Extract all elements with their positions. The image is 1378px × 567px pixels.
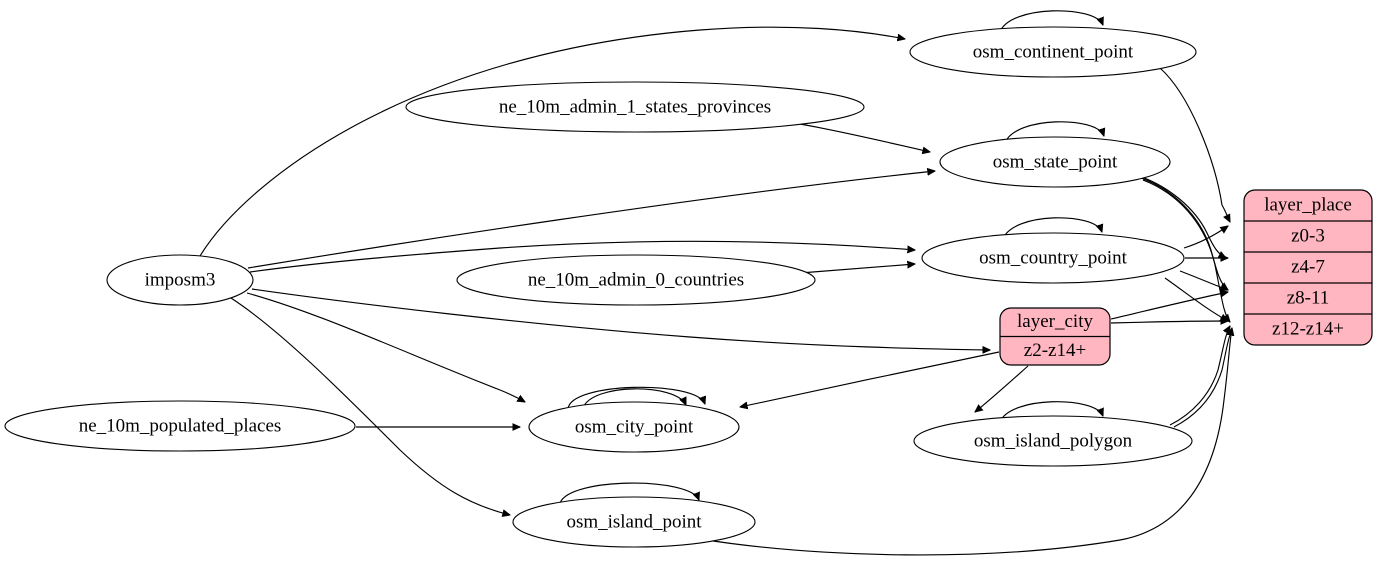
edge-imposm3-to-osm_island_point — [230, 297, 510, 515]
selfloop-osm_state_point — [1004, 121, 1104, 144]
node-ne_10m_admin_0_countries[interactable]: ne_10m_admin_0_countries — [456, 254, 816, 306]
node-layer: imposm3 ne_10m_populated_places ne_10m_a… — [4, 26, 1197, 548]
edge-osm_country_point-to-layer_place-z8-11 — [1179, 270, 1228, 290]
node-osm_country_point[interactable]: osm_country_point — [921, 232, 1185, 284]
node-osm_state_point[interactable]: osm_state_point — [939, 136, 1171, 188]
selfloop-osm_island_polygon — [999, 401, 1103, 423]
edge-layer_city-to-osm_island_polygon — [975, 365, 1029, 412]
edge-imposm3-to-osm_country_point — [249, 240, 915, 273]
edge-imposm3-to-osm_continent_point — [199, 26, 905, 257]
selfloop-osm_continent_point — [999, 10, 1103, 33]
selfloop-osm_country_point — [1002, 217, 1102, 240]
edge-ne_10m_admin_0_countries-to-osm_country_point — [799, 264, 915, 274]
node-ne_10m_populated_places[interactable]: ne_10m_populated_places — [4, 400, 356, 452]
selfloop-osm_city_point-b — [567, 386, 705, 410]
edge-osm_island_point-to-layer_place-z12-z14 — [699, 328, 1232, 556]
node-osm_island_point[interactable]: osm_island_point — [512, 496, 756, 548]
edge-imposm3-to-osm_city_point — [246, 292, 525, 402]
edge-osm_continent_point-to-layer_place-z0-3 — [1159, 67, 1230, 222]
edge-osm_state_point-to-layer_place-z12-z14 — [1142, 179, 1230, 322]
edge-layer_city-to-layer_place-z8-11 — [1110, 292, 1228, 320]
edge-ne_10m_admin_1_states_provinces-to-osm_state_point — [799, 123, 930, 152]
edge-layer_city-to-layer_place-z12-z14 — [1110, 321, 1228, 323]
edge-osm_country_point-to-layer_place-z0-3 — [1183, 226, 1228, 249]
edge-imposm3-to-osm_state_point — [247, 171, 935, 269]
node-osm_continent_point[interactable]: osm_continent_point — [909, 26, 1197, 78]
node-osm_city_point[interactable]: osm_city_point — [528, 401, 740, 453]
selfloop-osm_city_point-a — [582, 388, 686, 409]
edge-layer — [199, 10, 1233, 556]
edge-imposm3-to-layer_city — [251, 288, 990, 350]
node-ne_10m_admin_1_states_provinces[interactable]: ne_10m_admin_1_states_provinces — [405, 81, 865, 133]
node-osm_island_polygon[interactable]: osm_island_polygon — [913, 415, 1193, 467]
selfloop-osm_island_point — [559, 482, 699, 504]
edge-layer_city-to-osm_city_point — [740, 351, 1000, 407]
edge-osm_island_polygon-to-layer_place-z12-z14 — [1169, 326, 1230, 426]
node-imposm3[interactable]: imposm3 — [106, 254, 254, 306]
record-layer_place[interactable]: layer_place z0-3 z4-7 z8-11 z12-z14+ — [1243, 189, 1373, 346]
record-layer_city[interactable]: layer_city z2-z14+ — [999, 307, 1111, 366]
edge-osm_state_point-to-layer_place-z4-7 — [1138, 175, 1226, 258]
edge-osm_island_polygon-to-layer_place-z12-z14-b — [1173, 329, 1233, 428]
